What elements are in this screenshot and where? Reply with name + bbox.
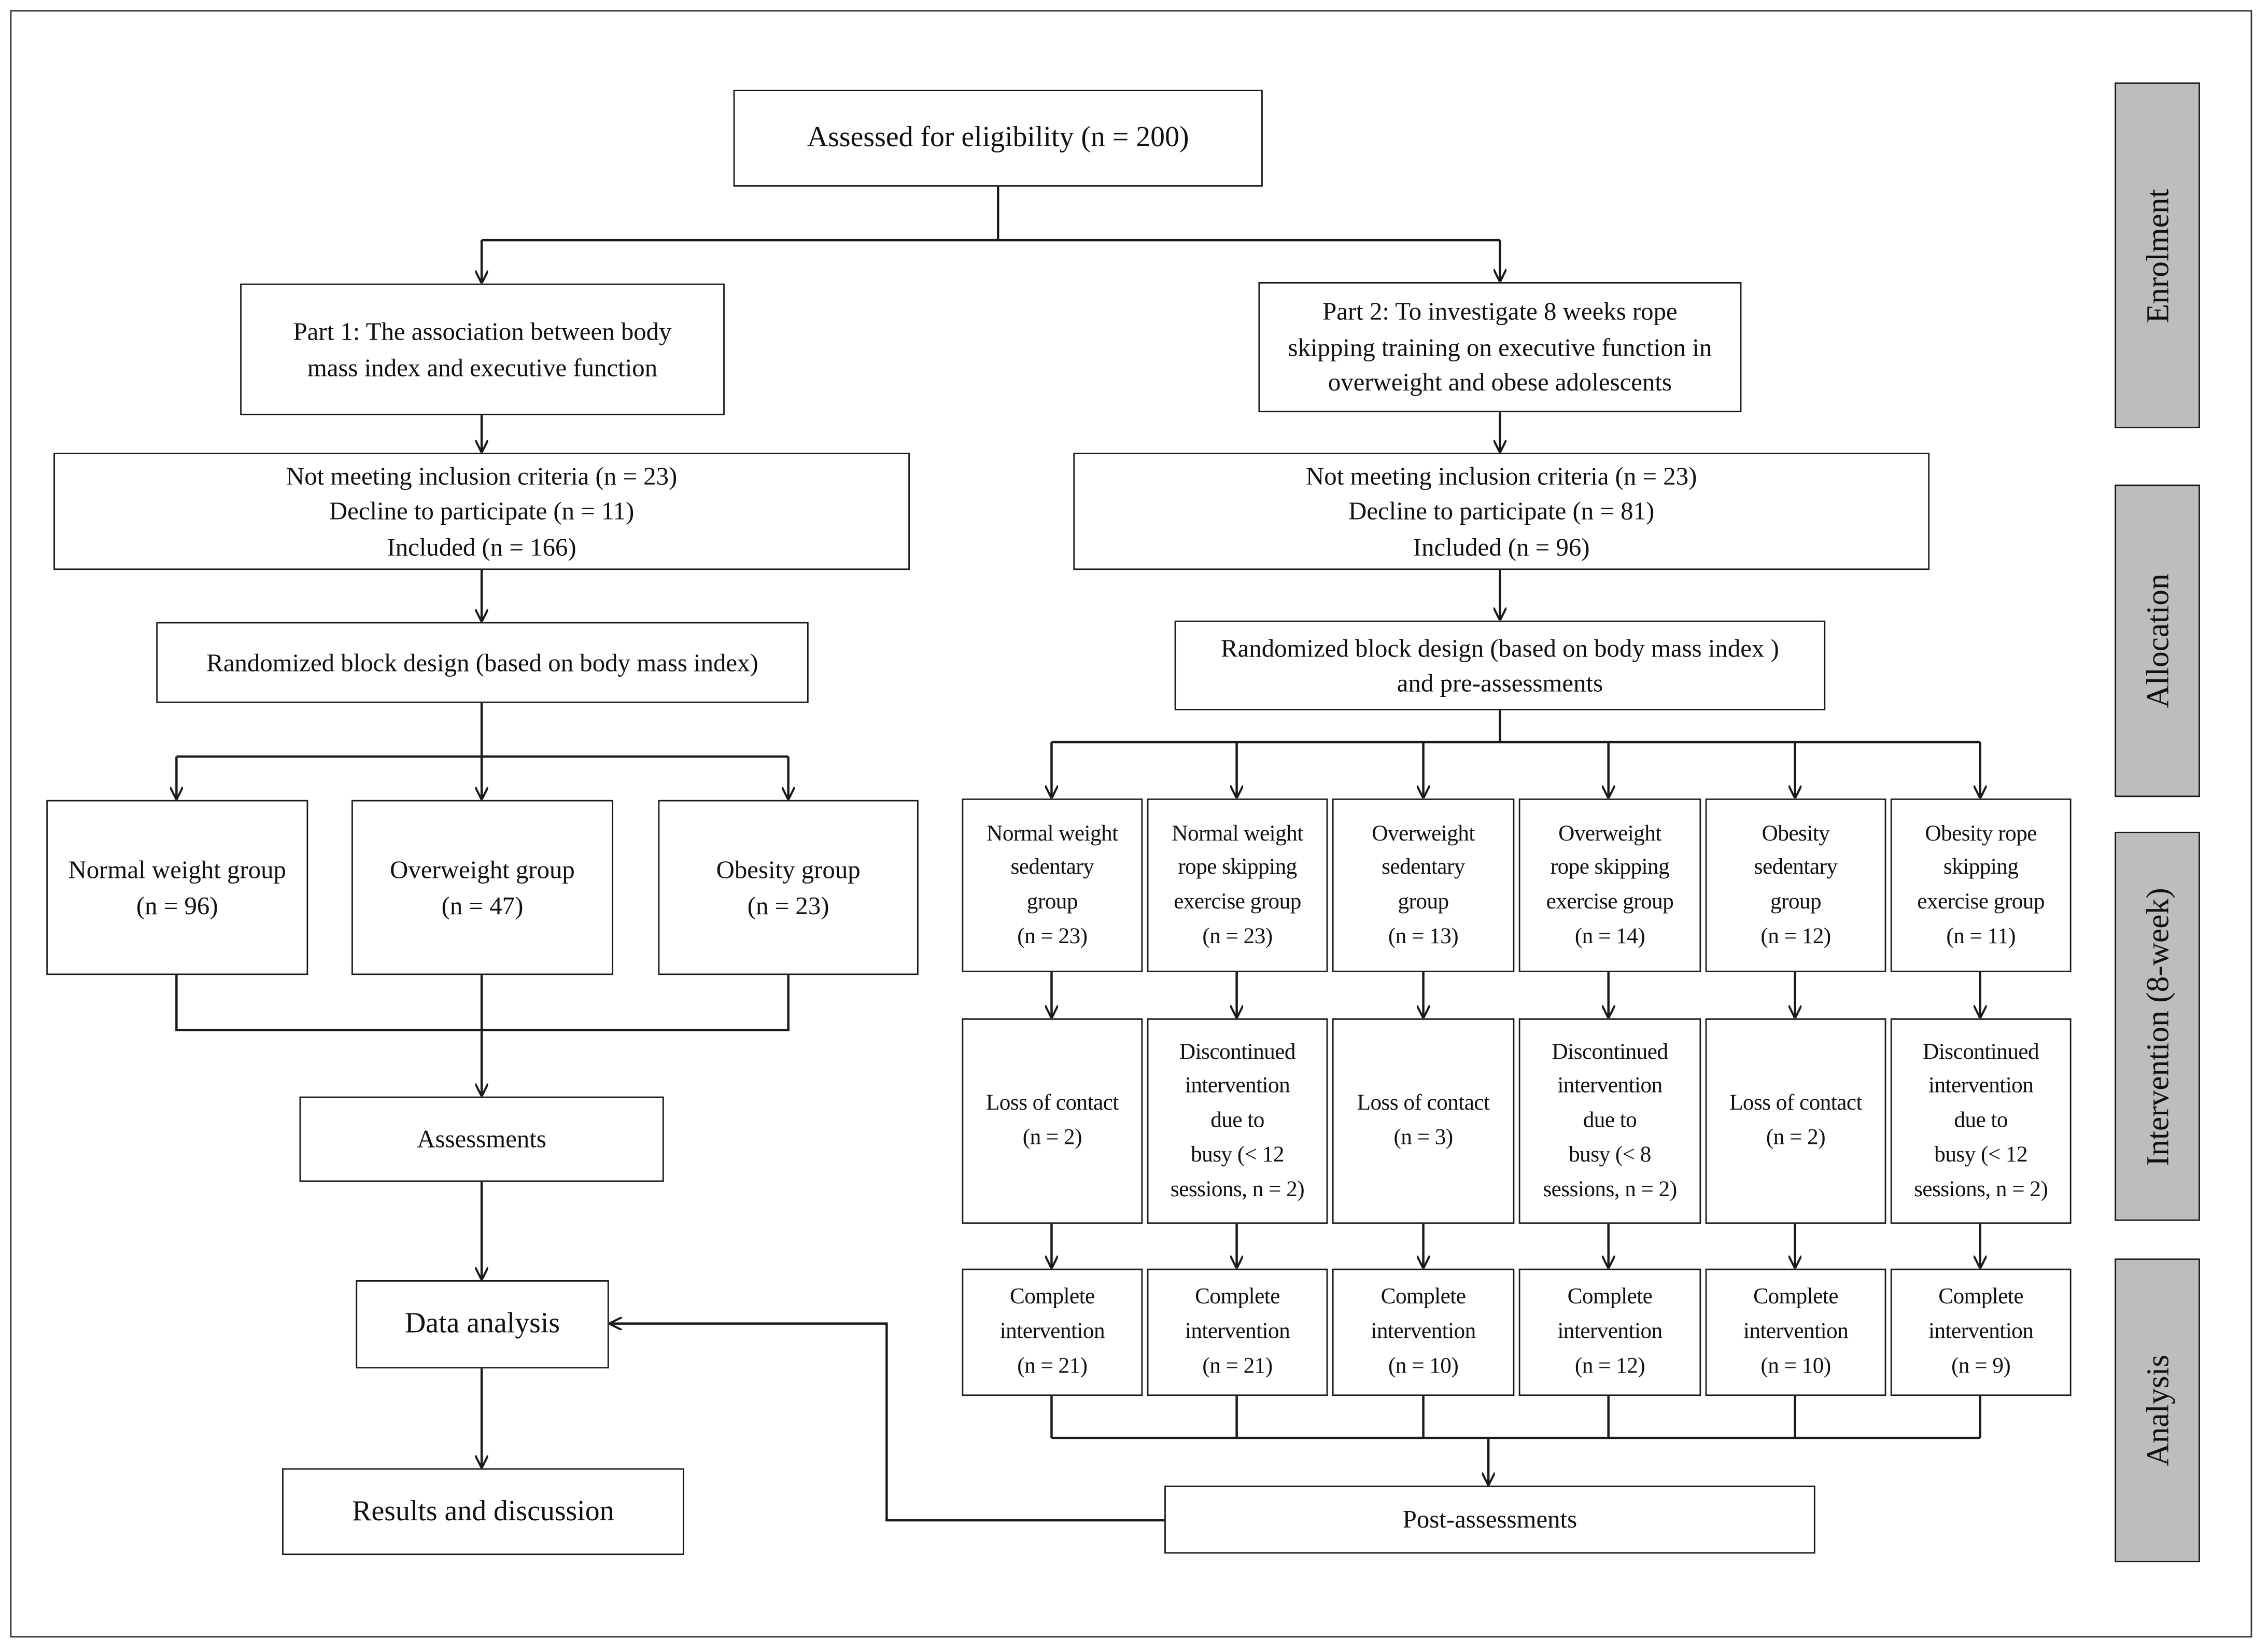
results-label: Results and discussion [352,1495,614,1527]
arm-complete-label: Complete intervention (n = 12) [1557,1285,1663,1379]
arm-group-box: Obesity rope skipping exercise group (n … [1890,798,2072,972]
part1-screening-box: Not meeting inclusion criteria (n = 23) … [53,453,910,570]
stage-analysis-bar: Analysis [2115,1258,2200,1562]
arm-loss-box: Discontinued intervention due to busy (<… [1518,1018,1701,1224]
obesity-group-box: Obesity group (n = 23) [658,800,919,975]
arm-loss-label: Discontinued intervention due to busy (<… [1170,1040,1305,1202]
arm-complete-label: Complete intervention (n = 9) [1928,1285,2034,1379]
stage-allocation-label: Allocation [2138,573,2175,708]
part2-heading: Part 2: To investigate 8 weeks rope skip… [1288,297,1712,397]
post-assessments-label: Post-assessments [1402,1505,1577,1534]
arm-group-box: Normal weight rope skipping exercise gro… [1147,798,1328,972]
arm-group-label: Obesity sedentary group (n = 12) [1754,821,1838,949]
data-analysis-label: Data analysis [404,1307,560,1340]
arm-complete-label: Complete intervention (n = 21) [1185,1285,1290,1379]
part1-design: Randomized block design (based on body m… [206,648,758,677]
arm-complete-label: Complete intervention (n = 10) [1743,1285,1849,1379]
normal-weight-group-box: Normal weight group (n = 96) [46,800,308,975]
part1-screening: Not meeting inclusion criteria (n = 23) … [286,461,678,561]
arm-group-box: Obesity sedentary group (n = 12) [1705,798,1886,972]
arm-complete-box: Complete intervention (n = 21) [962,1268,1143,1396]
arm-complete-box: Complete intervention (n = 21) [1147,1268,1328,1396]
stage-enrolment-bar: Enrolment [2115,82,2200,428]
overweight-group: Overweight group (n = 47) [390,855,575,919]
arm-loss-box: Loss of contact (n = 2) [1705,1018,1886,1224]
arm-complete-box: Complete intervention (n = 10) [1332,1268,1515,1396]
arm-complete-label: Complete intervention (n = 21) [999,1285,1105,1379]
arm-group-label: Normal weight rope skipping exercise gro… [1172,821,1303,949]
figure-border [10,10,2252,1638]
arm-group-label: Overweight sedentary group (n = 13) [1372,821,1475,949]
stage-analysis-label: Analysis [2138,1354,2175,1466]
post-assessments-box: Post-assessments [1164,1486,1815,1554]
stage-enrolment-label: Enrolment [2138,188,2175,323]
arm-group-label: Overweight rope skipping exercise group … [1546,821,1674,949]
arm-group-box: Normal weight sedentary group (n = 23) [962,798,1143,972]
part2-screening-box: Not meeting inclusion criteria (n = 23) … [1073,453,1930,570]
arm-complete-box: Complete intervention (n = 12) [1518,1268,1701,1396]
assessments-box: Assessments [299,1096,664,1182]
arm-loss-box: Loss of contact (n = 3) [1332,1018,1515,1224]
stage-intervention-bar: Intervention (8-week) [2115,832,2200,1221]
part2-heading-box: Part 2: To investigate 8 weeks rope skip… [1258,282,1742,413]
assessments-label: Assessments [417,1124,546,1154]
normal-weight-group: Normal weight group (n = 96) [68,855,286,919]
arm-loss-label: Loss of contact (n = 2) [985,1091,1119,1150]
data-analysis-box: Data analysis [356,1280,609,1369]
results-box: Results and discussion [282,1468,684,1556]
part1-heading-box: Part 1: The association between body mas… [240,283,725,415]
part2-design: Randomized block design (based on body m… [1221,633,1779,697]
arm-group-label: Obesity rope skipping exercise group (n … [1917,821,2045,949]
connector-arrow [610,1324,1165,1522]
eligibility-text: Assessed for eligibility (n = 200) [807,121,1189,153]
arm-group-label: Normal weight sedentary group (n = 23) [987,821,1118,949]
part2-screening: Not meeting inclusion criteria (n = 23) … [1306,461,1697,561]
obesity-group: Obesity group (n = 23) [716,855,861,919]
arm-loss-label: Loss of contact (n = 2) [1729,1091,1862,1150]
arm-complete-box: Complete intervention (n = 9) [1890,1268,2072,1396]
stage-allocation-bar: Allocation [2115,484,2200,797]
arm-loss-box: Discontinued intervention due to busy (<… [1890,1018,2072,1224]
arm-loss-box: Discontinued intervention due to busy (<… [1147,1018,1328,1224]
arm-loss-label: Discontinued intervention due to busy (<… [1914,1040,2048,1202]
arm-complete-box: Complete intervention (n = 10) [1705,1268,1886,1396]
part1-heading: Part 1: The association between body mas… [293,316,672,382]
arm-complete-label: Complete intervention (n = 10) [1371,1285,1476,1379]
arm-loss-box: Loss of contact (n = 2) [962,1018,1143,1224]
arm-loss-label: Discontinued intervention due to busy (<… [1543,1040,1677,1202]
overweight-group-box: Overweight group (n = 47) [351,800,614,975]
part2-design-box: Randomized block design (based on body m… [1174,620,1826,710]
part1-design-box: Randomized block design (based on body m… [156,622,809,703]
arm-loss-label: Loss of contact (n = 3) [1357,1091,1490,1150]
eligibility-box: Assessed for eligibility (n = 200) [733,89,1263,187]
arm-group-box: Overweight rope skipping exercise group … [1518,798,1701,972]
stage-intervention-label: Intervention (8-week) [2138,887,2175,1166]
arm-group-box: Overweight sedentary group (n = 13) [1332,798,1515,972]
